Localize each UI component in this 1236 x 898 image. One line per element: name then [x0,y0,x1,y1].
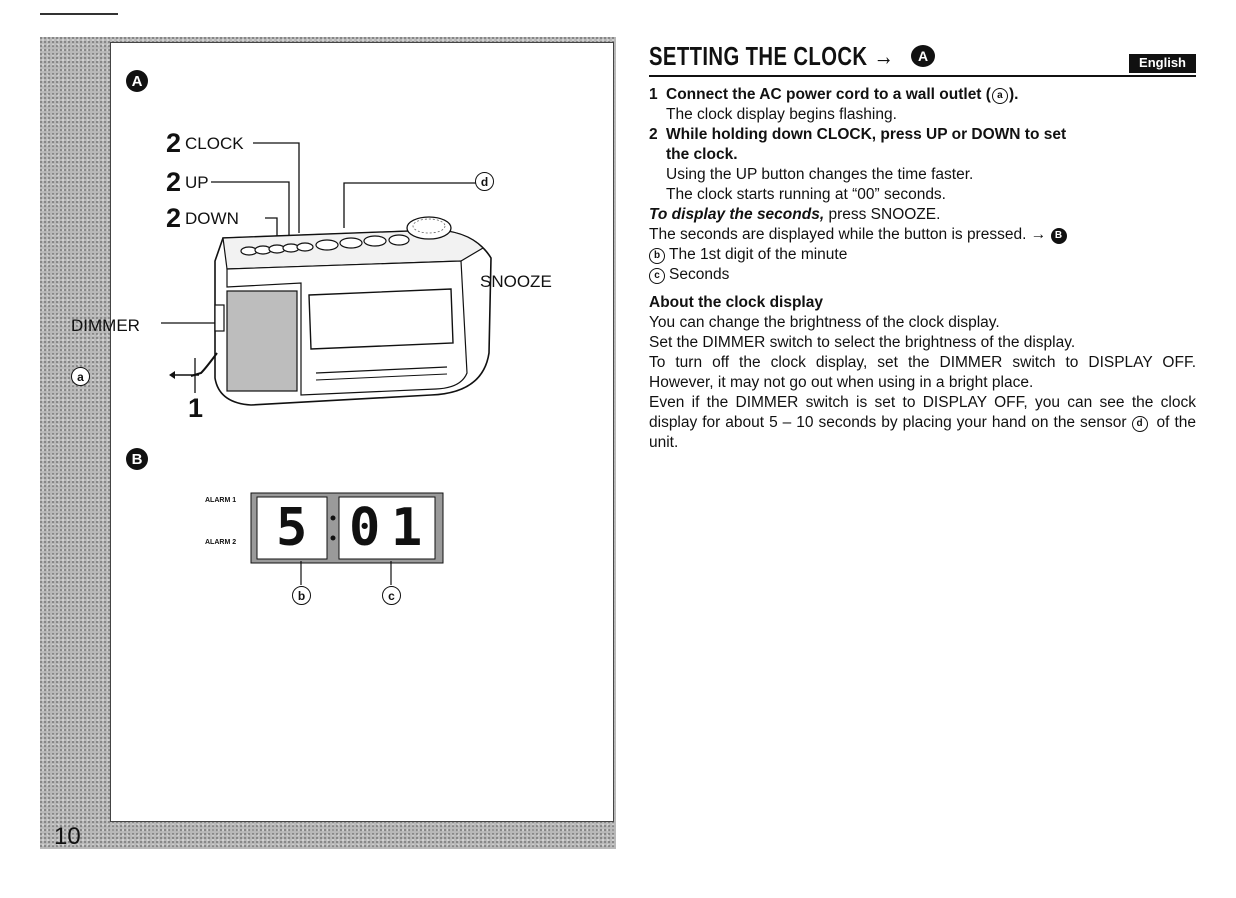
callout-b: b [292,586,311,605]
about-p4: Even if the DIMMER switch is set to DISP… [649,394,1197,451]
display-illustration [250,492,444,585]
step-2-desc-2: The clock starts running at “00” seconds… [666,186,946,203]
language-tab: English [1129,54,1196,73]
alarm-2-label: ALARM 2 [205,539,237,546]
heading-row: SETTING THE CLOCK → A English [649,41,1196,77]
callout-a-outlet: a [71,367,90,386]
label-snooze: SNOOZE [480,272,552,291]
alarm-1-label: ALARM 1 [205,497,237,504]
about-title: About the clock display [649,294,823,311]
clock-radio-illustration [161,142,492,406]
step-1-desc: The clock display begins flashing. [666,106,897,123]
display-minute-ones-digit: 1 [391,498,423,558]
callout-c: c [382,586,401,605]
about-p1: You can change the brightness of the clo… [649,314,1000,331]
heading-figure-ref: A [911,45,935,67]
page-heading: SETTING THE CLOCK → [649,41,895,71]
figure-b-marker: B [126,448,148,470]
step-2-desc-1: Using the UP button changes the time fas… [666,166,974,183]
seconds-heading: To display the seconds, press SNOOZE. [649,206,941,223]
page-number: 10 [54,823,81,850]
callout-d-sensor: d [475,172,494,191]
about-p2: Set the DIMMER switch to select the brig… [649,334,1076,351]
step-1-label: 1 [188,393,204,423]
display-hour-digit: 5 [276,498,308,558]
about-p3: To turn off the clock display, set the D… [649,354,1196,391]
display-minute-tens-digit: 0 [349,498,381,558]
figure-a-marker: A [126,70,148,92]
top-rule [40,13,118,15]
label-dimmer: DIMMER [71,316,140,335]
seconds-desc: The seconds are displayed while the butt… [649,225,1196,245]
step-2-title-cont: the clock. [666,146,738,163]
